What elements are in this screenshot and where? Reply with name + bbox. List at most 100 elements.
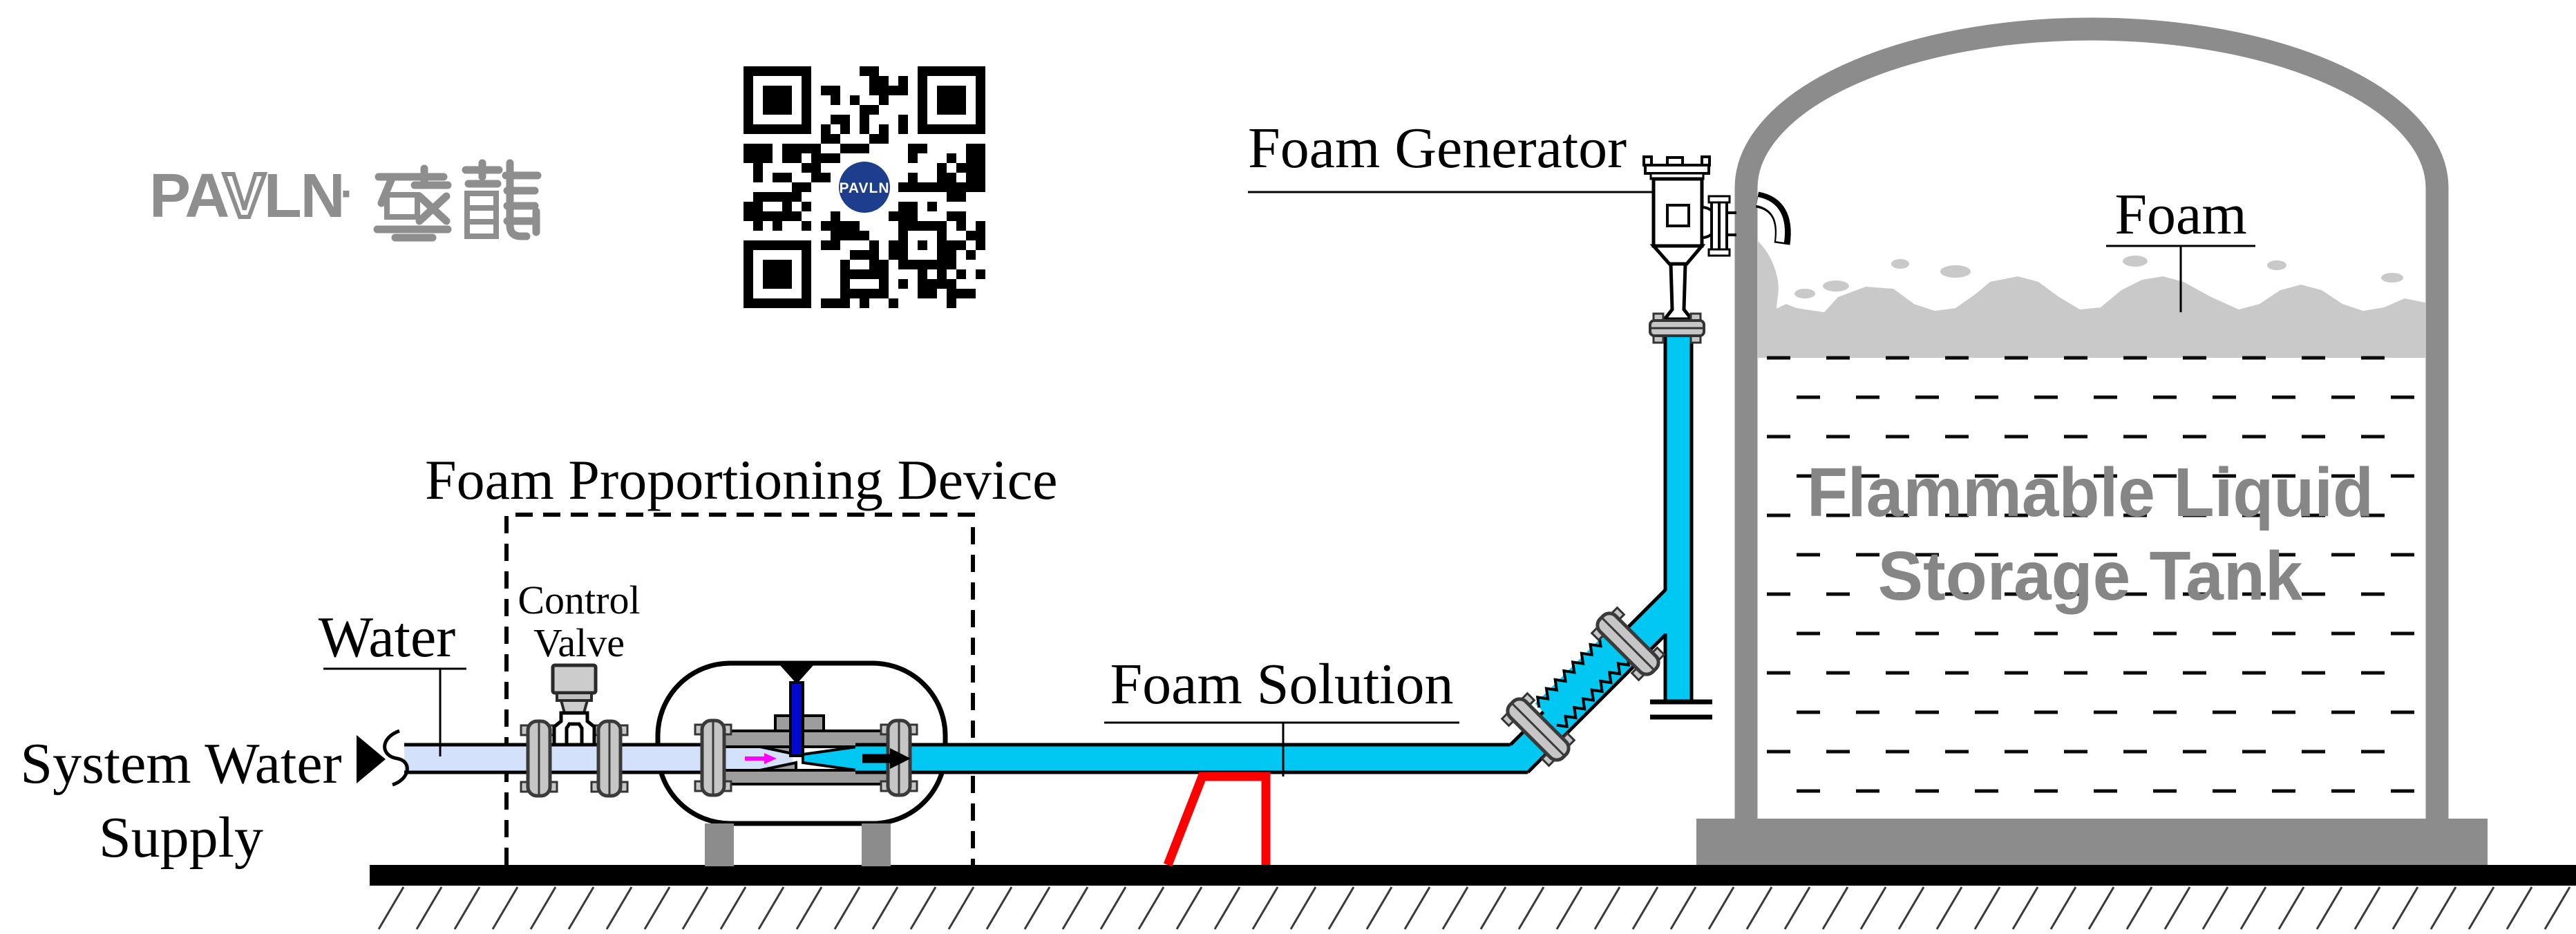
qr-module [860,66,869,76]
qr-modules [744,66,985,308]
qr-module [773,260,782,269]
qr-module [802,260,811,269]
qr-module [782,153,792,163]
qr-module [821,240,831,250]
qr-module [908,173,918,182]
qr-module [802,298,811,308]
qr-module [956,66,966,76]
qr-module [889,86,898,95]
qr-module [850,144,860,153]
foam-dot [1794,289,1815,298]
qr-module [850,250,860,260]
ground [370,865,2576,930]
qr-module [773,173,782,182]
qr-center-badge [839,162,890,213]
qr-module [821,153,831,163]
tank-spout [1755,191,1791,245]
qr-module [947,86,956,95]
qr-module [802,76,811,86]
qr-module [773,269,782,279]
qr-module [966,173,976,182]
qr-module [782,95,792,105]
qr-module [744,105,753,115]
qr-module [976,269,985,279]
qr-module [831,240,840,250]
qr-module [744,76,753,86]
qr-module [927,289,937,298]
qr-module [937,240,947,250]
qr-module [782,144,792,153]
water-labels: Water System Water Supply [20,605,466,870]
hatch-line [1821,886,1849,930]
qr-module [976,240,985,250]
qr-module [763,211,773,221]
qr-module [956,105,966,115]
qr-module [918,76,927,86]
qr-module [782,173,792,182]
pipe-flange [591,721,627,796]
qr-module [840,269,850,279]
qr-module [918,115,927,124]
hatch-line [2049,886,2077,930]
expansion-bellows [1535,633,1631,730]
qr-module [937,124,947,134]
qr-module [792,240,802,250]
qr-module [869,66,879,76]
qr-module [782,269,792,279]
qr-module [753,66,763,76]
water-label: Water [319,605,455,669]
foam-layer [1757,240,2425,358]
qr-module [927,182,937,192]
hatch-line [795,886,823,930]
foam-dot [2267,260,2286,270]
hatch-line [1213,886,1241,930]
qr-module [976,231,985,240]
qr-module [821,221,831,231]
qr-module [763,124,773,134]
qr-module [744,298,753,308]
hatch-line [1251,886,1279,930]
qr-module [869,134,879,144]
hatch-line [1441,886,1469,930]
qr-module [869,260,879,269]
qr-module [908,182,918,192]
qr-module [947,240,956,250]
qr-module [956,163,966,173]
valve-body [552,711,596,747]
qr-module [840,115,850,124]
qr-module [937,173,947,182]
qr-module [947,250,956,260]
valve-actuator [551,663,598,695]
hatch-line [1289,886,1317,930]
qr-module [937,250,947,260]
hatch-line [871,886,899,930]
qr-module [879,269,889,279]
hatch-line [909,886,937,930]
qr-module [937,105,947,115]
qr-module [976,105,985,115]
qr-module [821,86,831,95]
qr-module [773,66,782,76]
qr-module [918,86,927,95]
qr-module [860,298,869,308]
ground-hatching [377,886,2571,930]
qr-module [831,134,840,144]
qr-module [898,86,908,95]
hatch-line [2125,886,2153,930]
qr-module [956,289,966,298]
foam-solution-label: Foam Solution [1110,652,1453,716]
hatch-line [1061,886,1089,930]
foam-solution-pipe-horizontal [855,746,1528,771]
qr-module [908,144,918,153]
qr-module [898,279,908,289]
qr-module [782,240,792,250]
qr-module [831,153,840,163]
qr-module [840,279,850,289]
qr-module [753,192,763,202]
water-flow-arrow-head [764,753,777,764]
qr-module [918,269,927,279]
vessel-leg [705,823,734,866]
qr-module [811,163,821,173]
foam-dot [1940,265,1971,278]
qr-module [927,279,937,289]
